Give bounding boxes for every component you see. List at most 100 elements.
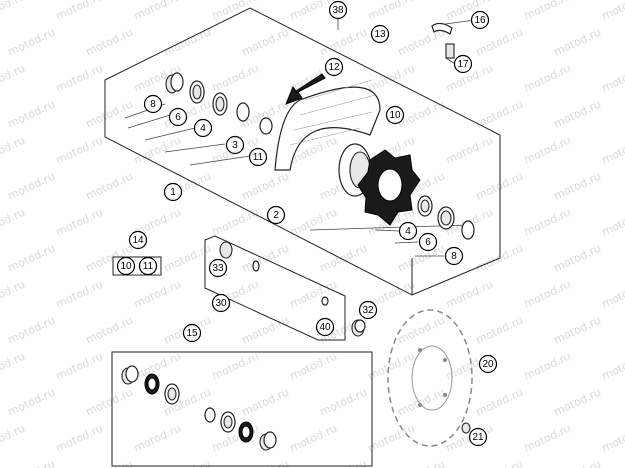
callout-circle: [116, 256, 136, 276]
watermark-text: motod.ru: [6, 314, 57, 347]
callout-number: 3: [232, 140, 238, 151]
rotation-arrow-icon: [285, 73, 326, 105]
callout-number: 8: [150, 99, 156, 110]
wheel-assembly-box: [104, 7, 501, 296]
watermark-text: motod.ru: [0, 422, 27, 455]
watermark-text: motod.ru: [210, 0, 261, 23]
watermark-text: motod.ru: [318, 242, 369, 275]
watermark-text: motod.ru: [6, 458, 57, 468]
watermark-text: motod.ru: [522, 278, 573, 311]
group-14-box: [112, 256, 162, 276]
watermark-text: motod.ru: [54, 0, 105, 23]
callout-circle: [324, 57, 344, 77]
callout-circle: [315, 317, 335, 337]
callout-circle: [418, 232, 438, 252]
watermark-text: motod.ru: [6, 26, 57, 59]
seal-kit-box: [111, 351, 373, 467]
watermark-text: motod.ru: [0, 350, 27, 383]
watermark-text: motod.ru: [474, 386, 525, 419]
callout-number: 6: [175, 112, 181, 123]
watermark-text: motod.ru: [522, 422, 573, 455]
callout-c20: 20: [478, 354, 498, 374]
watermark-text: motod.ru: [552, 314, 603, 347]
watermark-text: motod.ru: [396, 386, 447, 419]
watermark-text: motod.ru: [84, 386, 135, 419]
callout-circle: [398, 221, 418, 241]
watermark-text: motod.ru: [522, 134, 573, 167]
watermark-text: motod.ru: [132, 422, 183, 455]
watermark-text: motod.ru: [240, 314, 291, 347]
watermark-text: motod.ru: [0, 206, 27, 239]
watermark-text: motod.ru: [444, 134, 495, 167]
valve-parts: [431, 22, 455, 59]
callout-circle: [211, 293, 231, 313]
watermark-text: motod.ru: [600, 62, 625, 95]
watermark-text: motod.ru: [552, 170, 603, 203]
callout-circle: [163, 182, 183, 202]
watermark-text: motod.ru: [288, 422, 339, 455]
watermark-text: motod.ru: [132, 134, 183, 167]
watermark-text: motod.ru: [522, 206, 573, 239]
watermark-text: motod.ru: [288, 206, 339, 239]
callout-number: 21: [472, 432, 484, 443]
callout-c10: 10: [385, 105, 405, 125]
watermark-text: motod.ru: [396, 458, 447, 468]
callout-number: 40: [319, 322, 331, 333]
callout-c40: 40: [315, 317, 335, 337]
callout-circle: [468, 427, 488, 447]
callout-number: 38: [332, 5, 344, 16]
callout-c12: 12: [324, 57, 344, 77]
callout-number: 20: [482, 359, 494, 370]
watermark-text: motod.ru: [84, 26, 135, 59]
watermark-text: motod.ru: [366, 350, 417, 383]
callout-circle: [370, 24, 390, 44]
callout-c6b: 6: [418, 232, 438, 252]
callout-c3: 3: [225, 135, 245, 155]
watermark-text: motod.ru: [522, 0, 573, 23]
watermark-text: motod.ru: [600, 134, 625, 167]
callout-circle: [168, 107, 188, 127]
watermark-text: motod.ru: [6, 242, 57, 275]
callout-c14b: 11: [138, 256, 158, 276]
spacer: [351, 319, 366, 337]
watermark-text: motod.ru: [84, 98, 135, 131]
watermark-text: motod.ru: [54, 62, 105, 95]
watermark-text: motod.ru: [552, 458, 603, 468]
callout-number: 33: [212, 263, 224, 274]
right-bearing-set: [417, 195, 475, 240]
watermark-text: motod.ru: [552, 98, 603, 131]
watermark-text: motod.ru: [0, 134, 27, 167]
callout-circle: [328, 0, 348, 20]
callout-number: 30: [215, 298, 227, 309]
callout-number: 8: [451, 251, 457, 262]
callout-number: 6: [425, 237, 431, 248]
callout-number: 11: [253, 152, 264, 163]
watermark-text: motod.ru: [366, 422, 417, 455]
watermark-text: motod.ru: [522, 62, 573, 95]
callout-circle: [478, 354, 498, 374]
callout-c21: 21: [468, 427, 488, 447]
callout-c17: 17: [453, 54, 473, 74]
watermark-text: motod.ru: [600, 206, 625, 239]
watermark-text: motod.ru: [6, 170, 57, 203]
watermark-text: motod.ru: [54, 278, 105, 311]
watermark-text: motod.ru: [288, 350, 339, 383]
callout-c1: 1: [163, 182, 183, 202]
callout-number: 15: [186, 328, 198, 339]
watermark-text: motod.ru: [0, 62, 27, 95]
watermark-text: motod.ru: [0, 278, 27, 311]
watermark-text: motod.ru: [54, 206, 105, 239]
callout-number: 13: [374, 29, 386, 40]
callout-circle: [208, 258, 228, 278]
callout-c16: 16: [470, 10, 490, 30]
callout-circle: [128, 230, 148, 250]
callout-c32: 32: [358, 300, 378, 320]
watermark-text: motod.ru: [54, 350, 105, 383]
callout-number: 16: [474, 15, 486, 26]
callout-c6a: 6: [168, 107, 188, 127]
callout-circle: [225, 135, 245, 155]
watermark-text: motod.ru: [600, 0, 625, 23]
callout-number: 4: [405, 226, 411, 237]
watermark-text: motod.ru: [552, 242, 603, 275]
